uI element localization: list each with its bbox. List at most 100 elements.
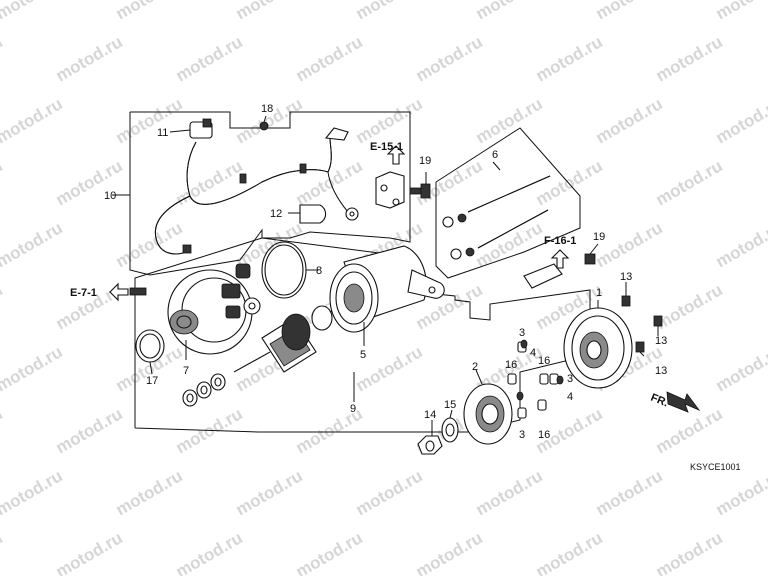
watermark-text: motod.ru: [473, 94, 546, 147]
watermark-text: motod.ru: [713, 342, 768, 395]
thrust-washers: [182, 373, 226, 407]
bolt-13a: [621, 295, 631, 307]
front-direction-arrow: FR.: [649, 391, 701, 413]
watermark-text: motod.ru: [173, 528, 246, 576]
part-label-8: 8: [316, 265, 322, 277]
wire-clamp: [299, 163, 307, 174]
wire-clamp: [182, 244, 192, 254]
part-label-15: 15: [444, 399, 456, 411]
brush-washer: [243, 297, 261, 315]
ref-e7[interactable]: E-7-1: [70, 282, 129, 302]
watermark-text: motod.ru: [593, 466, 666, 519]
part-label-1: 1: [596, 287, 602, 299]
watermark-text: motod.ru: [233, 0, 306, 23]
part-label-14: 14: [424, 409, 436, 421]
harness-box: [129, 111, 411, 276]
watermark-text: motod.ru: [353, 94, 426, 147]
part-label-17: 17: [146, 375, 158, 387]
mounting-bracket: [375, 171, 405, 209]
part-label-13: 13: [655, 335, 667, 347]
watermark-text: motod.ru: [0, 404, 6, 457]
watermark-text: motod.ru: [113, 0, 186, 23]
watermark-text: motod.ru: [173, 156, 246, 209]
watermark-text: motod.ru: [113, 94, 186, 147]
o-ring-8: [261, 241, 307, 299]
part-label-2: 2: [472, 361, 478, 373]
watermark-text: motod.ru: [293, 32, 366, 85]
watermark-text: motod.ru: [113, 218, 186, 271]
part-label-13: 13: [655, 365, 667, 377]
part-label-19: 19: [593, 231, 605, 243]
terminal-post: [235, 263, 251, 279]
part-label-12: 12: [270, 208, 282, 220]
part-label-4: 4: [530, 347, 536, 359]
ref-f16[interactable]: F-16-1: [544, 235, 576, 269]
part-label-7: 7: [183, 365, 189, 377]
part-label-6: 6: [492, 149, 498, 161]
watermark-text: motod.ru: [713, 0, 768, 23]
part-label-3: 3: [519, 327, 525, 339]
part-label-5: 5: [360, 349, 366, 361]
part-label-9: 9: [350, 403, 356, 415]
watermark-text: motod.ru: [413, 528, 486, 576]
watermark-text: motod.ru: [653, 32, 726, 85]
part-label-16: 16: [538, 355, 550, 367]
leader-lines: [112, 115, 659, 436]
watermark-text: motod.ru: [53, 404, 126, 457]
watermark-text: motod.ru: [593, 94, 666, 147]
part-label-4: 4: [567, 391, 573, 403]
watermark-text: motod.ru: [0, 466, 66, 519]
watermark-text: motod.ru: [533, 156, 606, 209]
terminal-cap-12: [299, 204, 327, 224]
part-label-19: 19: [419, 155, 431, 167]
watermark-text: motod.ru: [533, 528, 606, 576]
watermark-text: motod.ru: [653, 404, 726, 457]
watermark-text: motod.ru: [53, 528, 126, 576]
part-labels: 1 2 3 3 3 4 4 5 6 7 8 9 10 11 12 13 13 1…: [104, 103, 667, 441]
watermark-text: motod.ru: [473, 466, 546, 519]
ref-e15[interactable]: E-15-1: [370, 141, 406, 165]
washer-15: [441, 417, 459, 443]
starter-clutch-1: [563, 307, 633, 389]
harness-top-terminal: [324, 127, 349, 141]
svg-text:FR.: FR.: [649, 392, 670, 410]
end-cover-7: [167, 263, 261, 355]
part-label-3: 3: [567, 373, 573, 385]
part-label-16: 16: [505, 359, 517, 371]
watermark-text: motod.ru: [593, 0, 666, 23]
part-label-18: 18: [261, 103, 273, 115]
bolt-18: [259, 121, 269, 131]
part-label-16: 16: [538, 429, 550, 441]
watermark-text: motod.ru: [0, 218, 66, 271]
watermark-text: motod.ru: [0, 342, 66, 395]
part-label-11: 11: [157, 127, 168, 139]
part-label-10: 10: [104, 190, 116, 202]
driven-gear-2: [463, 383, 513, 445]
watermark-text: motod.ru: [0, 0, 66, 23]
armature: [233, 301, 351, 373]
svg-text:E-15-1: E-15-1: [370, 141, 403, 153]
watermark-text: motod.ru: [233, 218, 306, 271]
o-ring-17: [135, 329, 165, 363]
bolt-13b: [653, 315, 663, 327]
watermark-text: motod.ru: [0, 280, 6, 333]
watermark-text: motod.ru: [713, 218, 768, 271]
watermark-text: motod.ru: [593, 218, 666, 271]
watermark-text: motod.ru: [533, 32, 606, 85]
bolt-19-upper: [409, 187, 423, 195]
through-bolts-6: [442, 175, 551, 260]
svg-text:E-7-1: E-7-1: [70, 287, 97, 299]
watermark-text: motod.ru: [413, 32, 486, 85]
bolt-19-lower: [584, 253, 596, 265]
clutch-rollers: [507, 339, 564, 419]
watermark-text: motod.ru: [353, 466, 426, 519]
wire-harness: [154, 118, 359, 255]
watermark-text: motod.ru: [233, 466, 306, 519]
watermark-text: motod.ru: [713, 94, 768, 147]
watermark-text: motod.ru: [0, 32, 6, 85]
watermark-text: motod.ru: [653, 156, 726, 209]
watermark-text: motod.ru: [713, 466, 768, 519]
watermark-text: motod.ru: [653, 280, 726, 333]
watermark-text: motod.ru: [113, 466, 186, 519]
